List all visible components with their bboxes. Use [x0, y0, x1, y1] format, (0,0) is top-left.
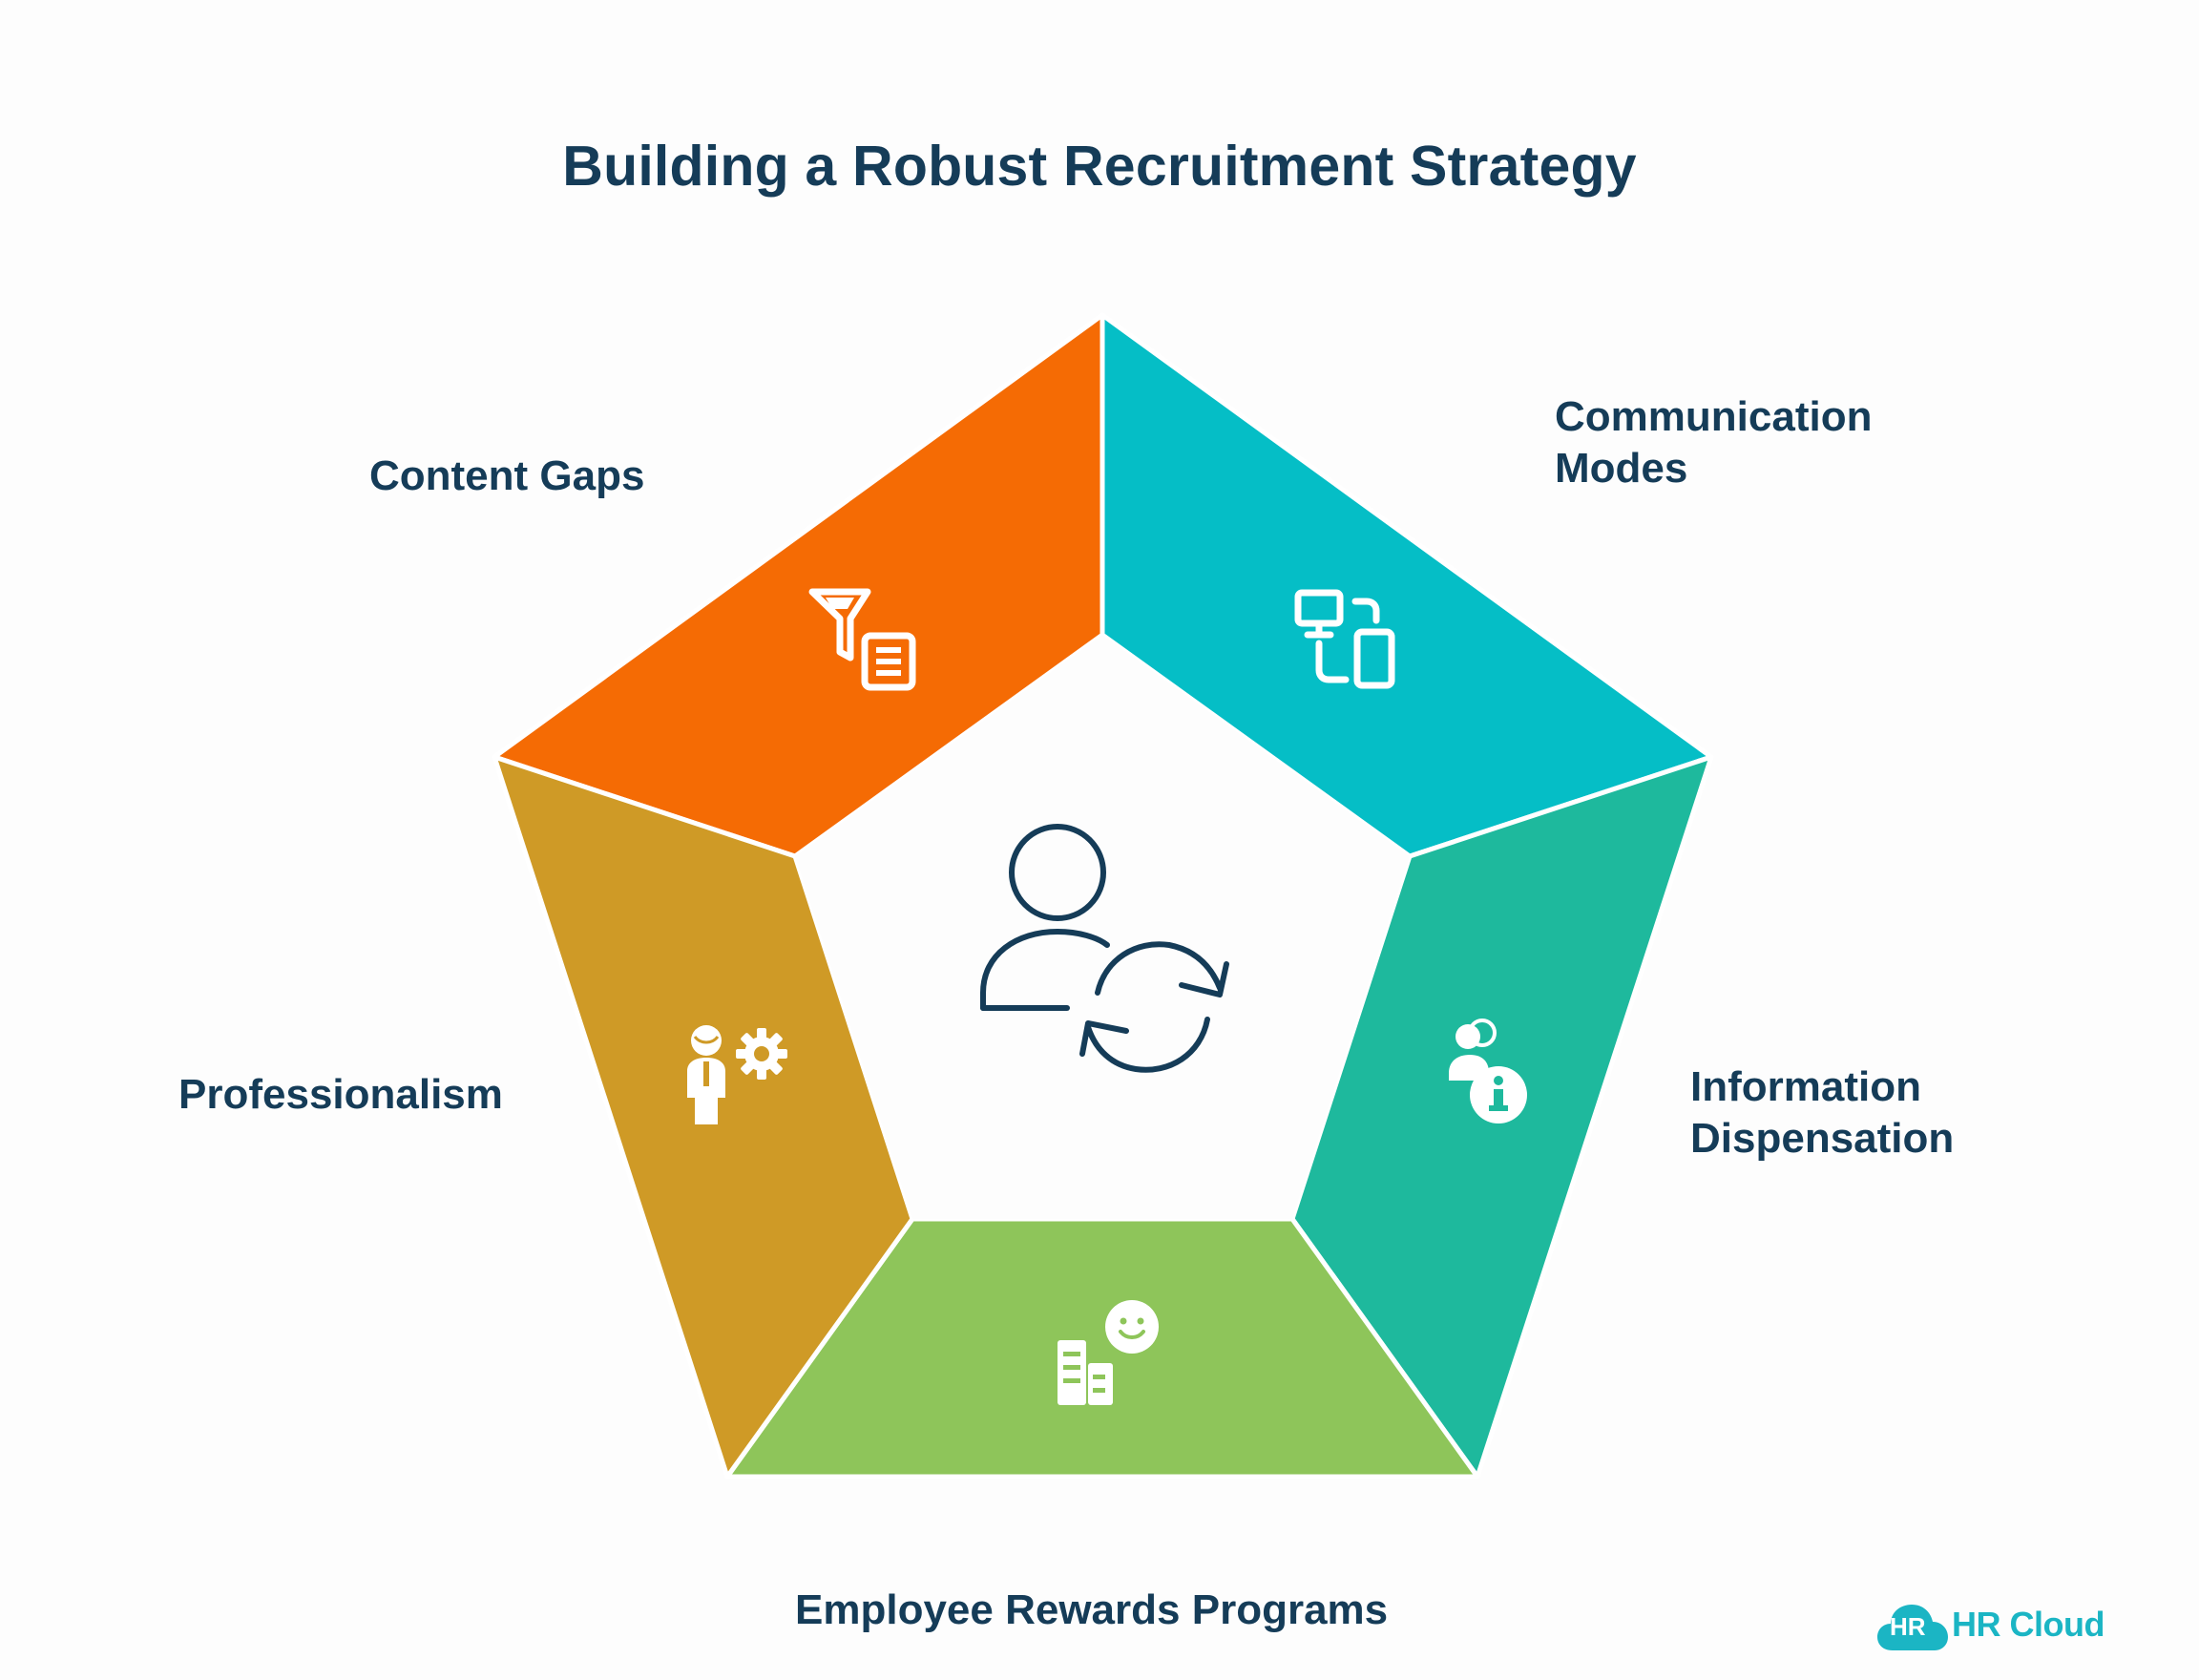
- label-line: Modes: [1555, 445, 1688, 492]
- center-pentagon: [795, 635, 1410, 1219]
- filter-document-icon: [808, 588, 916, 691]
- building-smile-icon: [1058, 1300, 1159, 1405]
- label-information-dispensation: Information Dispensation: [1690, 1061, 1954, 1165]
- logo-name: HR Cloud: [1952, 1605, 2105, 1644]
- label-content-gaps: Content Gaps: [369, 451, 644, 502]
- diagram-title: Building a Robust Recruitment Strategy: [562, 135, 1637, 198]
- label-professionalism: Professionalism: [178, 1069, 503, 1121]
- devices-sync-icon: [1294, 589, 1395, 689]
- label-line: Dispensation: [1690, 1115, 1955, 1162]
- label-line: Professionalism: [178, 1071, 503, 1118]
- label-line: Content Gaps: [369, 452, 645, 499]
- label-line: Employee Rewards Programs: [795, 1586, 1389, 1633]
- person-gear-icon: [687, 1025, 787, 1124]
- label-line: Information: [1690, 1063, 1921, 1110]
- users-info-icon: [1449, 1018, 1527, 1124]
- label-communication-modes: Communication Modes: [1555, 391, 1872, 494]
- logo-badge-text: HR: [1890, 1612, 1926, 1641]
- user-refresh-icon: [980, 824, 1229, 1073]
- label-employee-rewards-programs: Employee Rewards Programs: [795, 1585, 1388, 1636]
- hr-cloud-logo: [1877, 1605, 1948, 1650]
- label-line: Communication: [1555, 393, 1873, 440]
